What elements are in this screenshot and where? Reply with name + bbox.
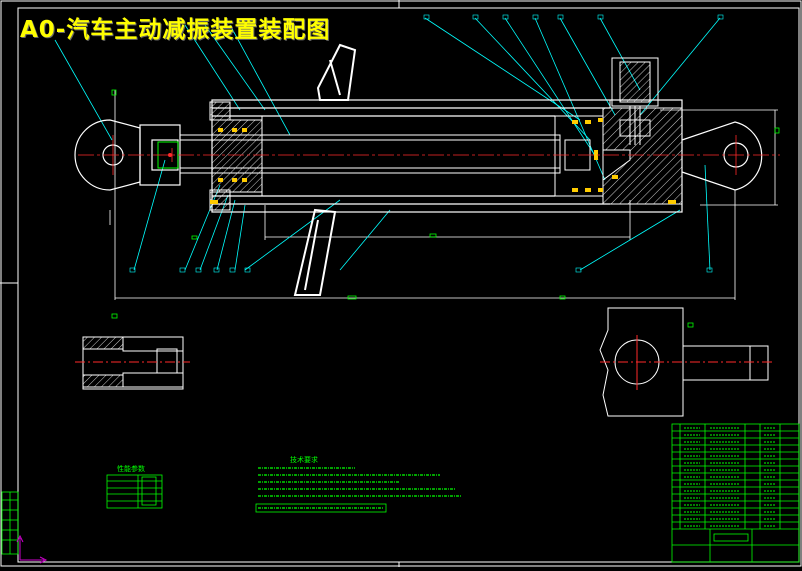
rod-center-dot [168, 153, 172, 157]
lower-bracket [293, 208, 337, 296]
solenoid-valve [611, 57, 659, 145]
title-block-text-marks [684, 427, 776, 527]
title-block [671, 423, 800, 563]
inner-tube [211, 115, 556, 197]
parameter-table: 性能参数 [106, 464, 163, 509]
gland [209, 101, 263, 211]
section-view-right [599, 307, 775, 417]
right-eye-end [681, 121, 763, 191]
end-cap [602, 99, 683, 205]
leader-tags [129, 14, 724, 273]
frame-side-blocks [1, 491, 19, 555]
leader-lines [54, 17, 721, 271]
seals [210, 118, 676, 204]
param-table-heading: 性能参数 [117, 464, 145, 473]
upper-bracket [316, 43, 357, 101]
dimension-marks [111, 89, 780, 328]
technical-requirements: 技术要求 [255, 455, 462, 513]
dimension-lines [109, 90, 778, 300]
section-view-left [75, 336, 190, 390]
drawing-title: A0-汽车主动减振装置装配图 [20, 17, 331, 43]
tech-req-heading: 技术要求 [290, 455, 318, 464]
ucs-axis-icon [16, 534, 48, 564]
